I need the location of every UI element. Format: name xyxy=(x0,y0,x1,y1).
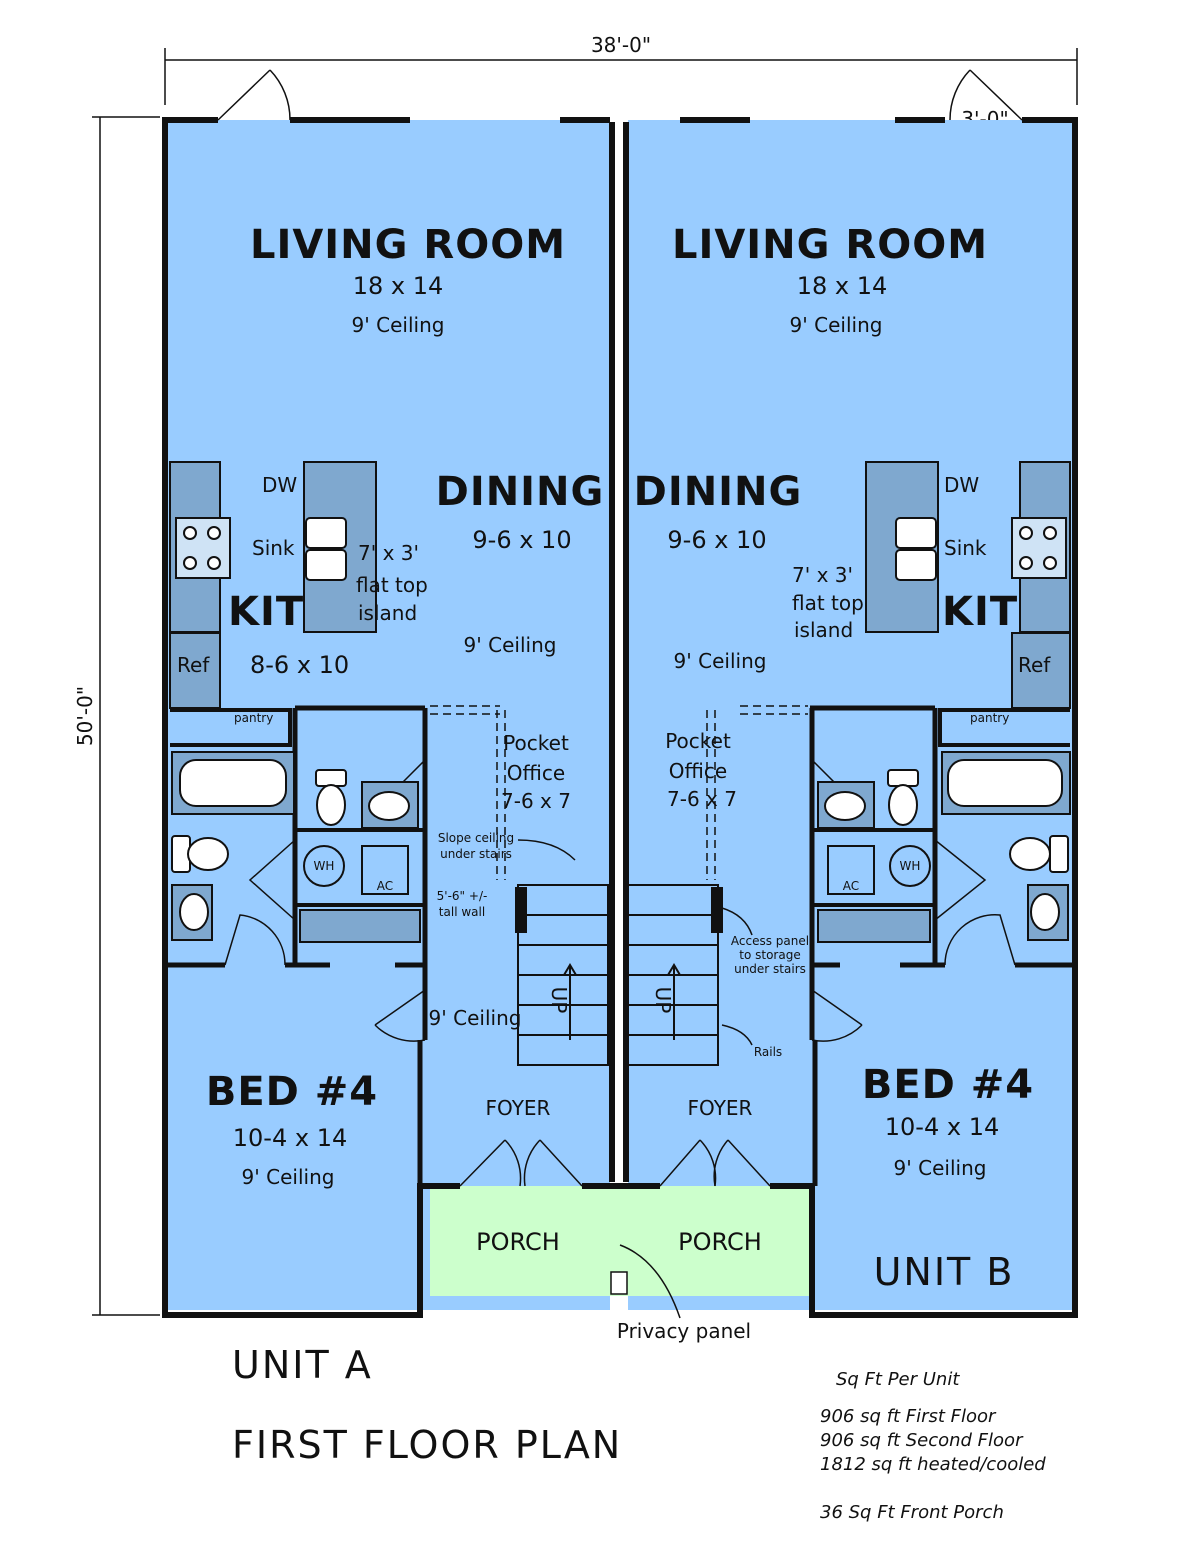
plan-title: FIRST FLOOR PLAN xyxy=(232,1423,622,1467)
unit-b-ref-label: Ref xyxy=(1018,653,1051,677)
bath-sink-icon xyxy=(171,781,1069,941)
unit-b-wh-label: WH xyxy=(900,859,921,873)
unit-b-rails-note: Rails xyxy=(754,1045,782,1059)
unit-a-office-size: 7-6 x 7 xyxy=(501,789,571,813)
unit-a-stair-ceiling: 9' Ceiling xyxy=(429,1006,522,1030)
unit-a-bed-ceiling: 9' Ceiling xyxy=(242,1165,335,1189)
unit-a-living-room-size: 18 x 14 xyxy=(353,272,444,300)
unit-b-bed-label: BED #4 xyxy=(862,1062,1034,1108)
unit-a-label: UNIT A xyxy=(232,1343,373,1387)
unit-a-office-label-1: Pocket xyxy=(503,731,569,755)
unit-a-slope-note-2: under stairs xyxy=(440,847,512,861)
unit-a-sink-label: Sink xyxy=(252,536,295,560)
annotation-leaders xyxy=(517,839,753,1319)
unit-a-island-type: flat top xyxy=(356,573,428,597)
unit-a-kitchen-label: KIT xyxy=(228,589,304,635)
unit-b-pantry-label: pantry xyxy=(970,711,1009,725)
unit-a-wall-note-1: 5'-6" +/- xyxy=(437,889,488,903)
room-fills xyxy=(165,120,1075,1310)
unit-b-ac-label: AC xyxy=(843,879,859,893)
sqft-heading: Sq Ft Per Unit xyxy=(836,1369,960,1390)
unit-b-office-label-1: Pocket xyxy=(665,729,731,753)
walls xyxy=(162,117,1078,1318)
pocket-door-tracks xyxy=(430,705,808,880)
unit-b-porch-label: PORCH xyxy=(678,1228,762,1256)
unit-b-foyer-label: FOYER xyxy=(688,1096,753,1120)
unit-b-office-label-2: Office xyxy=(669,759,727,783)
unit-a-dining-label: DINING xyxy=(436,469,605,515)
unit-b-access-note-3: under stairs xyxy=(734,962,806,976)
unit-b-access-note-1: Access panel xyxy=(731,934,809,948)
sqft-first-floor: 906 sq ft First Floor xyxy=(820,1406,997,1427)
unit-a-kitchen-size: 8-6 x 10 xyxy=(250,651,349,679)
unit-b-sink-label: Sink xyxy=(944,536,987,560)
unit-b-living-room-ceiling: 9' Ceiling xyxy=(790,313,883,337)
unit-a-office-label-2: Office xyxy=(507,761,565,785)
unit-a-porch-label: PORCH xyxy=(476,1228,560,1256)
unit-a-dining-ceiling: 9' Ceiling xyxy=(464,633,557,657)
stair-up-label-a: UP xyxy=(547,987,571,1014)
unit-b-access-note-2: to storage xyxy=(739,948,800,962)
sqft-porch: 36 Sq Ft Front Porch xyxy=(820,1502,1004,1523)
sqft-second-floor: 906 sq ft Second Floor xyxy=(820,1430,1024,1451)
sqft-total: 1812 sq ft heated/cooled xyxy=(820,1454,1046,1475)
unit-a-pantry-label: pantry xyxy=(234,711,273,725)
unit-b-living-room-size: 18 x 14 xyxy=(797,272,888,300)
cooktop-icon xyxy=(175,517,1067,579)
unit-a-island-label: island xyxy=(358,601,417,625)
stair-up-label-b: UP xyxy=(651,987,675,1014)
depth-dimension: 50'-0" xyxy=(73,686,97,746)
unit-b-island-dim: 7' x 3' xyxy=(792,563,853,587)
unit-b-dining-ceiling: 9' Ceiling xyxy=(674,649,767,673)
unit-a-foyer-label: FOYER xyxy=(486,1096,551,1120)
unit-b-dining-size: 9-6 x 10 xyxy=(667,526,766,554)
unit-a-slope-note-1: Slope ceiling xyxy=(438,831,514,845)
toilet-icon xyxy=(171,769,1069,873)
unit-b-dw-label: DW xyxy=(944,473,979,497)
dimension-lines xyxy=(92,48,1078,1316)
unit-a-living-room-label: LIVING ROOM xyxy=(250,222,566,268)
unit-a-wall-note-2: tall wall xyxy=(439,905,485,919)
unit-a-ref-label: Ref xyxy=(177,653,210,677)
unit-a-dining-size: 9-6 x 10 xyxy=(472,526,571,554)
unit-b-bed-size: 10-4 x 14 xyxy=(885,1113,999,1141)
unit-a-living-room-ceiling: 9' Ceiling xyxy=(352,313,445,337)
unit-a-island-dim: 7' x 3' xyxy=(358,541,419,565)
unit-a-ac-label: AC xyxy=(377,879,393,893)
unit-a-bed-size: 10-4 x 14 xyxy=(233,1124,347,1152)
unit-a-wh-label: WH xyxy=(314,859,335,873)
unit-b-living-room-label: LIVING ROOM xyxy=(672,222,988,268)
unit-b-dining-label: DINING xyxy=(634,469,803,515)
unit-b-island-label: island xyxy=(794,618,853,642)
unit-a-bed-label: BED #4 xyxy=(206,1069,378,1115)
unit-a-dw-label: DW xyxy=(262,473,297,497)
privacy-panel-label: Privacy panel xyxy=(617,1319,751,1343)
mechanical-equipment xyxy=(303,845,931,895)
stairs xyxy=(515,884,723,1066)
unit-b-bed-ceiling: 9' Ceiling xyxy=(894,1156,987,1180)
unit-b-kitchen-label: KIT xyxy=(942,589,1018,635)
kitchen-sink-icon xyxy=(305,517,937,581)
width-dimension: 38'-0" xyxy=(591,33,651,57)
bathtub-icon xyxy=(171,751,1071,815)
unit-b-label: UNIT B xyxy=(874,1250,1015,1294)
unit-b-office-size: 7-6 x 7 xyxy=(667,787,737,811)
unit-b-island-type: flat top xyxy=(792,591,864,615)
